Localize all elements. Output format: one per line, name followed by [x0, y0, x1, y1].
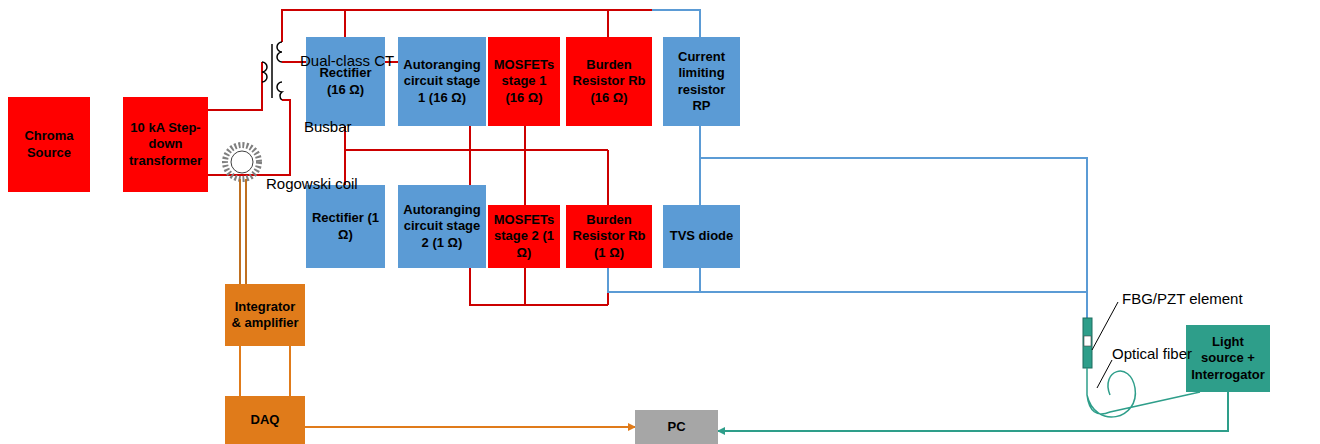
- box-text: TVS diode: [670, 228, 734, 244]
- leader-line: [1097, 360, 1112, 388]
- ct-coil: [277, 42, 282, 62]
- busbar-label: Busbar: [304, 118, 352, 135]
- rogowski-inner: [231, 151, 253, 173]
- box-text: Rectifier (16 Ω): [310, 65, 381, 98]
- signal-connector: [240, 346, 290, 396]
- ct-symbol: [262, 42, 282, 100]
- mosfet-box: MOSFETs stage 2 (1 Ω): [488, 205, 560, 268]
- box-text: Autoranging circuit stage 2 (1 Ω): [402, 202, 482, 251]
- ct-core: [271, 44, 273, 98]
- box-text: Chroma Source: [12, 128, 86, 161]
- signal-connector: [718, 392, 1228, 431]
- transformer-box: 10 kA Step-down transformer: [123, 97, 208, 192]
- coil-leads: [240, 179, 246, 284]
- rp-wire: [652, 10, 700, 37]
- limit-resistor-box: Current limiting resistor RP: [663, 37, 740, 126]
- source-box: Chroma Source: [8, 97, 90, 192]
- sensor-wire: [700, 126, 1087, 318]
- ct-coil: [277, 82, 282, 100]
- blue-wires: [608, 10, 1087, 368]
- rectifier-box: Rectifier (16 Ω): [306, 37, 385, 126]
- primary-wire: [208, 62, 262, 110]
- autorange-box: Autoranging circuit stage 2 (1 Ω): [398, 185, 486, 268]
- box-text: 10 kA Step-down transformer: [127, 120, 204, 169]
- box-text: PC: [667, 419, 685, 435]
- tvs-box: TVS diode: [663, 205, 740, 268]
- box-text: MOSFETs stage 1 (16 Ω): [492, 57, 556, 106]
- fbg-grating: [1084, 336, 1091, 346]
- pc-box: PC: [635, 410, 718, 444]
- box-text: DAQ: [251, 412, 280, 428]
- signal-connector: [305, 426, 635, 428]
- box-text: Current limiting resistor RP: [667, 49, 736, 114]
- ground-wire: [608, 268, 700, 292]
- box-text: MOSFETs stage 2 (1 Ω): [492, 212, 556, 261]
- rogowski-coil: [225, 145, 259, 179]
- busbar-wire: [208, 100, 290, 175]
- drop-wire: [345, 10, 608, 37]
- rectifier-box: Rectifier (1 Ω): [306, 185, 385, 268]
- burden-box: Burden Resistor Rb (16 Ω): [566, 37, 652, 126]
- ct-coil: [262, 62, 267, 82]
- ct-label: Dual-class CT: [300, 52, 394, 69]
- mosfet-box: MOSFETs stage 1 (16 Ω): [488, 37, 560, 126]
- ground-wire: [700, 268, 1087, 368]
- autorange-box: Autoranging circuit stage 1 (16 Ω): [398, 37, 486, 126]
- amplifier-box: Integrator & amplifier: [225, 284, 305, 346]
- burden-box: Burden Resistor Rb (1 Ω): [566, 205, 652, 268]
- red-wires: [208, 10, 652, 305]
- box-text: Light source + Interrogator: [1190, 334, 1266, 383]
- interrogator-box: Light source + Interrogator: [1186, 325, 1270, 392]
- leader-line: [1092, 302, 1118, 350]
- fiber-label: Optical fiber: [1112, 345, 1192, 362]
- box-text: Burden Resistor Rb (1 Ω): [570, 212, 648, 261]
- box-text: Integrator & amplifier: [229, 299, 301, 332]
- sensor-label: FBG/PZT element: [1122, 290, 1243, 307]
- tvs-wire: [699, 158, 701, 205]
- daq-box: DAQ: [225, 396, 305, 444]
- coil-label: Rogowski coil: [266, 175, 358, 192]
- fbg-element: [1083, 318, 1092, 368]
- box-text: Burden Resistor Rb (16 Ω): [570, 57, 648, 106]
- box-text: Rectifier (1 Ω): [310, 210, 381, 243]
- box-text: Autoranging circuit stage 1 (16 Ω): [402, 57, 482, 106]
